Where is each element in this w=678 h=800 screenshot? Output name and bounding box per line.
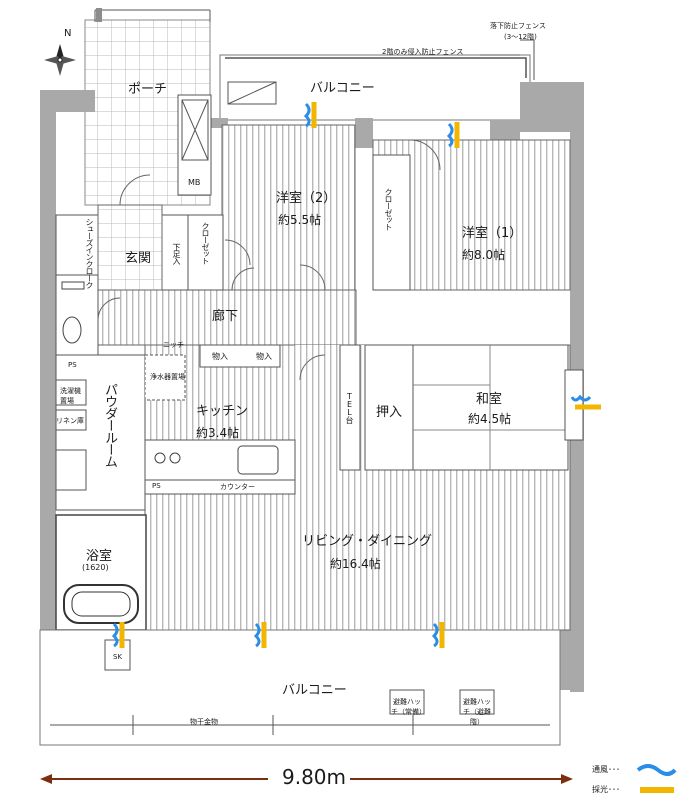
airflow-markers <box>111 102 601 648</box>
western-room-1-area: 約8.0帖 <box>462 248 506 262</box>
closet-box <box>372 154 411 291</box>
evac-hatch-2-label: 避難ハッチ（避難階） <box>463 698 491 726</box>
shoe-box-label: 下足入 <box>172 243 181 264</box>
japanese-room-name: 和室 <box>476 392 503 407</box>
mb-label: MB <box>188 178 201 187</box>
intrusion-fence-label: 2階のみ侵入防止フェンス <box>382 48 464 56</box>
water-heater-label: 浄水器置場 <box>150 373 185 381</box>
top-balcony-label: バルコニー <box>310 81 375 96</box>
western-room-2-area: 約5.5帖 <box>278 213 322 227</box>
corridor-label: 廊下 <box>212 309 239 324</box>
shoe-closet-label: シューズインクローク <box>85 218 94 288</box>
genkan-label: 玄関 <box>125 251 152 266</box>
powder-room-label: パウダールーム <box>102 383 117 467</box>
legend-ventilation-label: 通風･･･ <box>592 765 620 774</box>
niche-label: ニッチ <box>163 341 184 349</box>
linen-label: リネン庫 <box>56 417 84 425</box>
western-room-2-floor <box>221 124 356 291</box>
kitchen-name: キッチン <box>196 404 249 419</box>
kitchen-area: 約3.4帖 <box>196 426 240 440</box>
evac-hatch-1-label: 避難ハッチ（常備） <box>391 698 426 716</box>
dimension-arrow <box>40 774 573 784</box>
corridor-floor <box>95 289 357 346</box>
porch-label: ポーチ <box>128 82 168 97</box>
closet-label: クローゼット <box>384 188 393 230</box>
ps-label-2: PS <box>68 361 77 369</box>
sk-label: SK <box>113 653 123 661</box>
tel-stand-label: TEL台 <box>345 392 354 423</box>
living-name: リビング・ダイニング <box>302 534 433 549</box>
washer-label: 洗濯機置場 <box>60 387 81 405</box>
fall-fence-note: (3～12階) <box>504 33 537 41</box>
ventilation-icon <box>636 764 677 776</box>
counter-label: カウンター <box>220 483 255 491</box>
storage-1-label: 物入 <box>212 352 228 361</box>
bath-size: (1620) <box>82 563 109 572</box>
dimension-label: 9.80m <box>282 765 347 789</box>
storage-2-label: 物入 <box>256 352 272 361</box>
north-compass <box>44 44 76 76</box>
ps-label-1: PS <box>152 482 161 490</box>
fall-fence-label: 落下防止フェンス <box>490 22 546 30</box>
oshiire-label: 押入 <box>376 405 403 420</box>
japanese-room-area: 約4.5帖 <box>468 412 512 426</box>
legend-daylight-label: 採光･･･ <box>592 785 620 794</box>
bottom-balcony-area <box>39 629 561 746</box>
western-room-1-name: 洋室（1） <box>462 226 523 241</box>
north-label: N <box>64 28 72 39</box>
hall-closet-label: クローゼット <box>201 222 210 264</box>
drying-rail-label: 物干金物 <box>190 718 218 726</box>
western-room-2-name: 洋室（2） <box>276 191 337 206</box>
bath-name: 浴室 <box>86 549 113 564</box>
bottom-balcony-label: バルコニー <box>282 683 347 698</box>
living-area: 約16.4帖 <box>330 557 381 571</box>
